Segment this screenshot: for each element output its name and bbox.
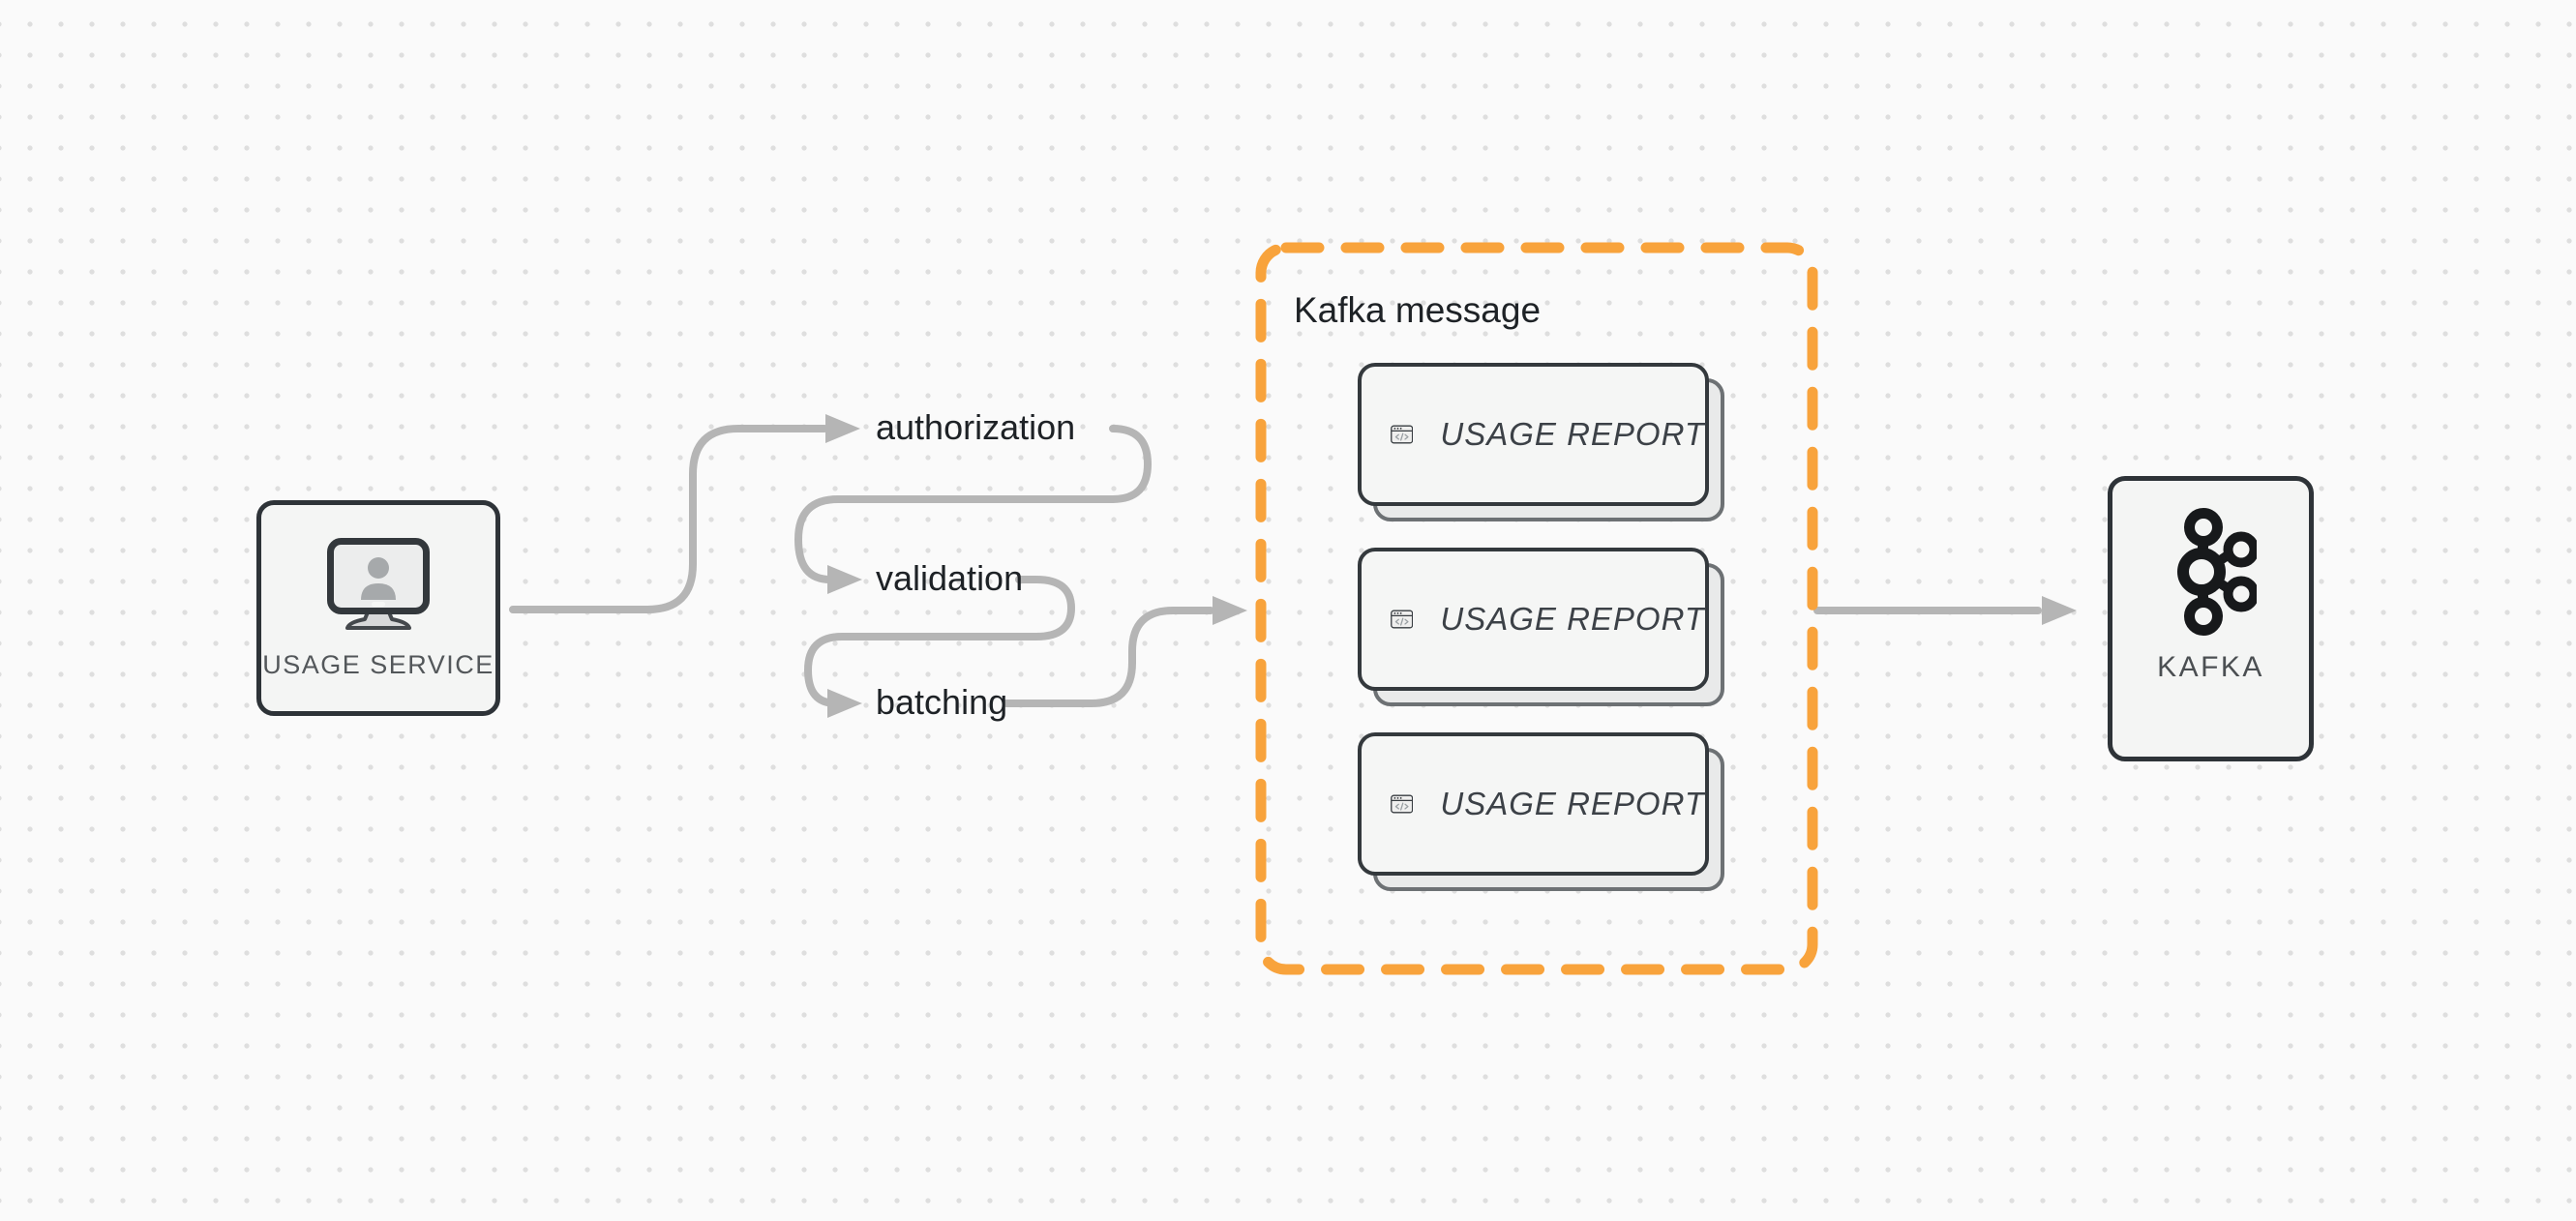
code-window-icon bbox=[1391, 425, 1414, 444]
usage-service-node[interactable]: USAGE SERVICE bbox=[256, 500, 500, 716]
usage-report-card[interactable]: USAGE REPORT bbox=[1358, 548, 1724, 706]
kafka-label: KAFKA bbox=[2157, 651, 2264, 683]
card-face: USAGE REPORT bbox=[1358, 548, 1709, 691]
connector-authorization-to-validation bbox=[794, 425, 1152, 583]
usage-report-label: USAGE REPORT bbox=[1440, 786, 1705, 821]
arrowhead-authorization bbox=[825, 414, 860, 443]
connector-batching-to-kafka-message bbox=[1003, 607, 1214, 707]
card-face: USAGE REPORT bbox=[1358, 732, 1709, 876]
usage-report-card[interactable]: USAGE REPORT bbox=[1358, 363, 1724, 521]
arrowhead-kafka-message bbox=[1213, 596, 1247, 625]
arrowhead-kafka bbox=[2042, 596, 2077, 625]
usage-service-label: USAGE SERVICE bbox=[262, 650, 494, 679]
arrowhead-validation bbox=[827, 565, 862, 594]
card-face: USAGE REPORT bbox=[1358, 363, 1709, 506]
code-window-icon bbox=[1391, 610, 1414, 629]
connector-usage-to-authorization bbox=[509, 425, 828, 613]
code-window-icon bbox=[1391, 794, 1414, 814]
step-label-validation[interactable]: validation bbox=[876, 558, 1024, 599]
usage-report-label: USAGE REPORT bbox=[1440, 601, 1705, 637]
step-label-batching[interactable]: batching bbox=[876, 682, 1008, 723]
usage-report-label: USAGE REPORT bbox=[1440, 416, 1705, 452]
kafka-message-group-title: Kafka message bbox=[1294, 290, 1542, 330]
usage-report-card[interactable]: USAGE REPORT bbox=[1358, 732, 1724, 891]
step-label-authorization[interactable]: authorization bbox=[876, 407, 1076, 448]
kafka-logo-icon bbox=[2177, 508, 2257, 636]
arrowhead-batching bbox=[827, 689, 862, 718]
kafka-node[interactable]: KAFKA bbox=[2108, 476, 2314, 761]
monitor-user-icon bbox=[327, 538, 430, 630]
